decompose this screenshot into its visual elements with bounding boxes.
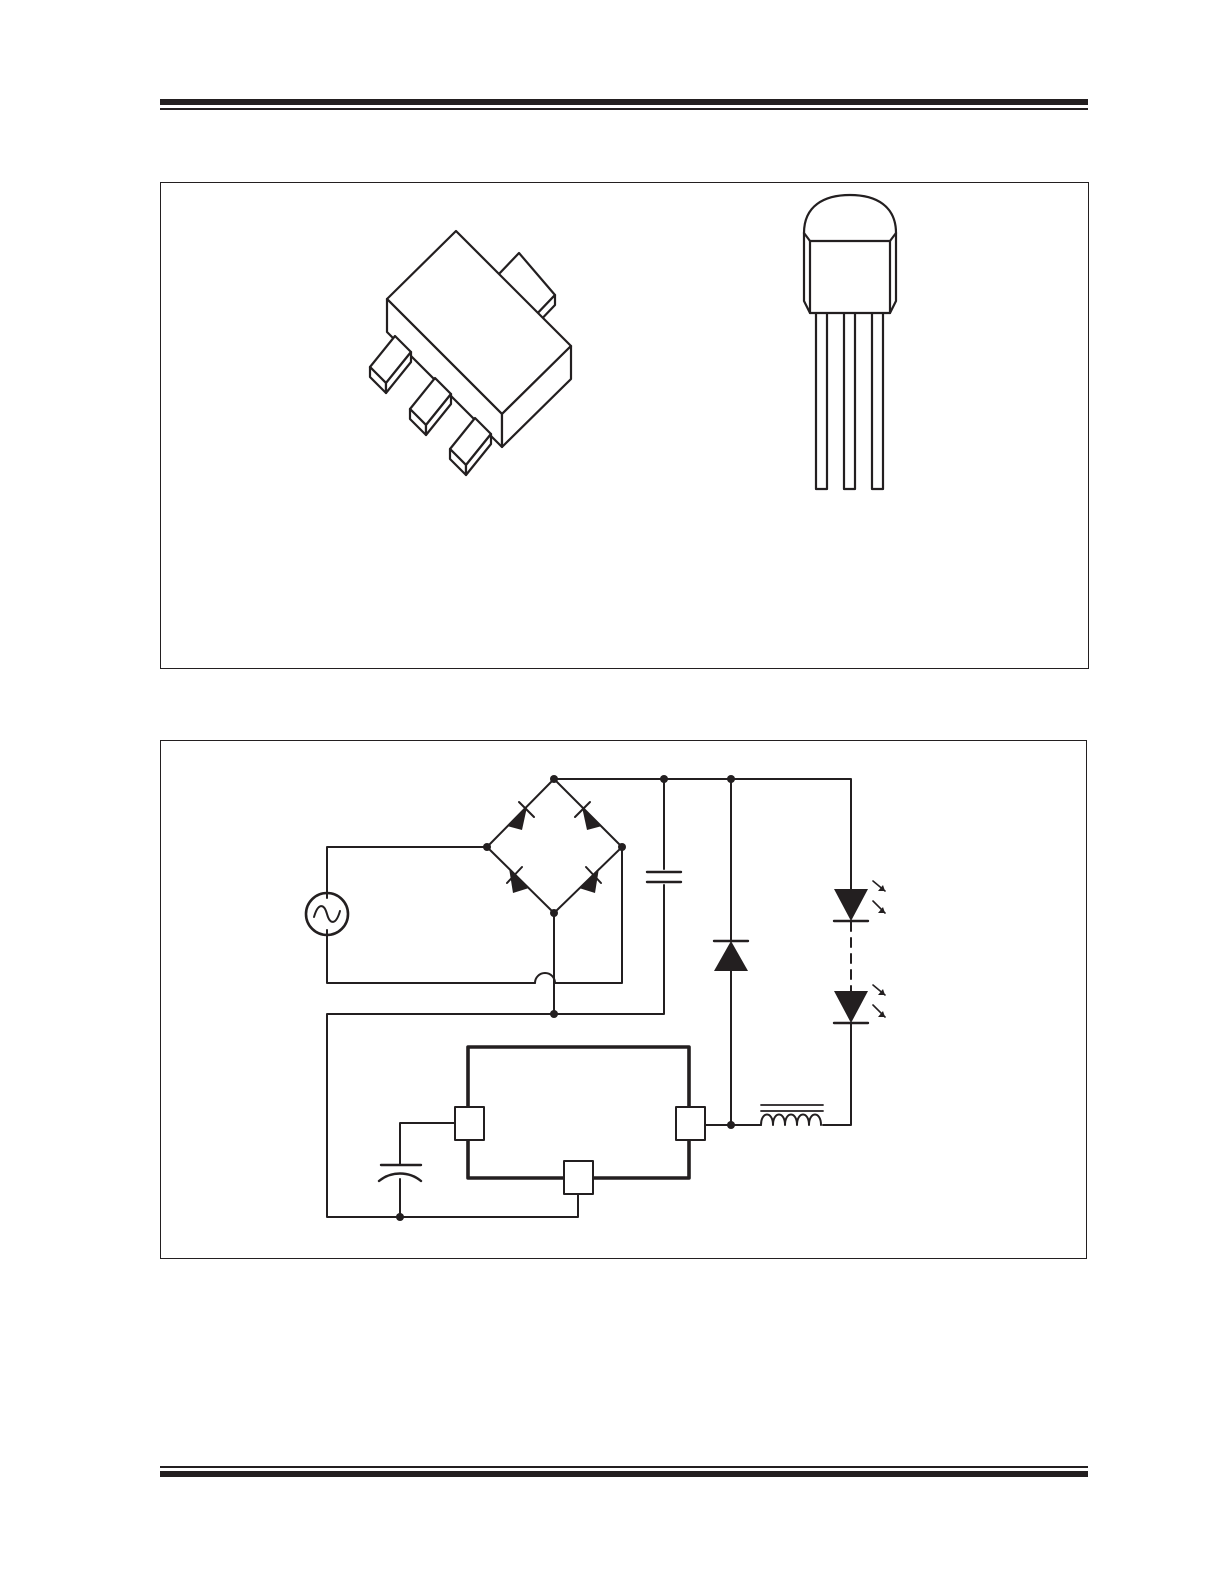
to92-package-icon	[802, 193, 898, 491]
freewheel-diode-icon	[712, 939, 750, 971]
footer-rule-thick	[160, 1471, 1088, 1477]
application-circuit-panel	[160, 740, 1087, 1259]
footer-rule-thin	[160, 1466, 1088, 1468]
inductor-icon	[760, 1104, 824, 1126]
sot89-lead-2	[408, 376, 453, 437]
ac-source-icon	[304, 891, 350, 937]
circuit-wires	[326, 778, 852, 1218]
header-rule-thin	[160, 108, 1088, 110]
sot89-lead-1	[368, 334, 413, 395]
sot89-lead-3	[448, 416, 493, 477]
driver-ic-icon	[454, 1045, 706, 1195]
sot89-package-icon	[368, 229, 573, 477]
bulk-capacitor-icon	[645, 870, 683, 884]
package-figure-panel	[160, 182, 1089, 669]
led-string-icon	[832, 880, 886, 1025]
header-rule-thick	[160, 99, 1088, 105]
package-drawings	[368, 193, 898, 491]
bridge-rectifier-icon	[486, 778, 623, 914]
junction-dots	[396, 775, 735, 1221]
led-driver-circuit-diagram	[304, 775, 886, 1221]
bypass-capacitor-icon	[377, 1163, 423, 1183]
